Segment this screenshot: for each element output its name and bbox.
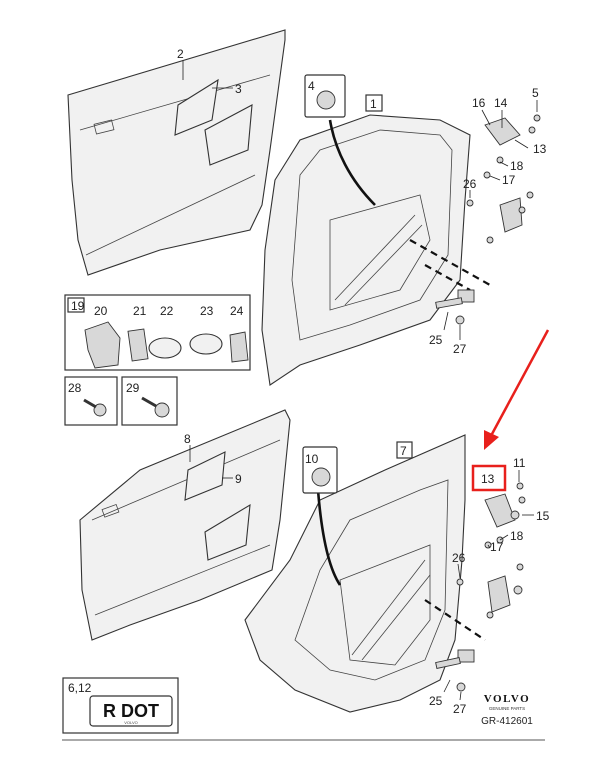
clip-10-icon — [311, 467, 331, 487]
front-hinge-lower — [486, 191, 534, 244]
callout-15: 15 — [536, 509, 550, 523]
rear-mount-dashline — [424, 599, 486, 641]
callout-26-upper: 26 — [463, 177, 477, 191]
front-cable — [328, 119, 376, 206]
callout-27-upper: 27 — [453, 342, 467, 356]
rear-insulation-pads — [184, 451, 251, 561]
callout-18-lower: 18 — [510, 529, 524, 543]
highlight-arrow-head — [484, 430, 499, 450]
rear-hinge-lower — [486, 563, 524, 619]
rdot-text: R DOT — [103, 701, 159, 721]
part-1-box — [365, 94, 383, 112]
clip-4-icon — [316, 90, 336, 110]
callout-2: 2 — [177, 47, 184, 61]
callout-3: 3 — [235, 82, 242, 96]
rear-check-strap — [435, 649, 475, 692]
bolt-icons — [83, 396, 170, 418]
front-insulation-pads — [174, 78, 253, 166]
callout-13-highlighted: 13 — [481, 472, 495, 486]
rear-cable — [316, 489, 342, 586]
rdot-plate — [89, 695, 173, 727]
callout-21: 21 — [133, 304, 147, 318]
callout-28: 28 — [68, 381, 82, 395]
rdot-brand: VOLVO — [124, 720, 138, 725]
callout-29: 29 — [126, 381, 140, 395]
bolt-box-28 — [64, 376, 118, 426]
callout-19: 19 — [71, 299, 85, 313]
callout-20: 20 — [94, 304, 108, 318]
callout-numbers: 2 3 4 1 16 14 5 13 18 17 26 19 20 21 22 … — [68, 47, 550, 716]
callout-10: 10 — [305, 452, 319, 466]
front-mount-dashline-2 — [424, 264, 471, 291]
callout-5: 5 — [532, 86, 539, 100]
rear-hinge-upper — [456, 482, 526, 586]
front-outer-panel — [67, 29, 286, 276]
callout-23: 23 — [200, 304, 214, 318]
callout-9: 9 — [235, 472, 242, 486]
label-ref: 6,12 — [68, 681, 92, 695]
callout-25-lower: 25 — [429, 694, 443, 708]
callout-22: 22 — [160, 304, 174, 318]
leader-lines — [182, 60, 538, 701]
callout-26-lower: 26 — [452, 551, 466, 565]
front-mount-dashline — [409, 239, 491, 286]
callout-1: 1 — [370, 97, 377, 111]
highlight-arrow-shaft — [490, 329, 550, 435]
front-door-frame — [261, 114, 471, 386]
callout-25-upper: 25 — [429, 333, 443, 347]
part-7-box — [396, 441, 413, 459]
callout-7: 7 — [400, 444, 407, 458]
callout-11: 11 — [513, 456, 526, 470]
rear-outer-panel — [79, 409, 291, 641]
callout-14: 14 — [494, 96, 508, 110]
volvo-logo-subline: GENUINE PARTS — [489, 706, 525, 711]
callout-13-upper: 13 — [533, 142, 547, 156]
callout-17-lower: 17 — [490, 540, 504, 554]
front-check-strap — [435, 289, 475, 325]
volvo-logo: VOLVO — [484, 693, 530, 705]
callout-27-lower: 27 — [453, 702, 467, 716]
callout-18-upper: 18 — [510, 159, 524, 173]
callout-24: 24 — [230, 304, 244, 318]
rear-door-frame — [244, 434, 466, 713]
callout-16: 16 — [472, 96, 486, 110]
highlight-box — [471, 464, 507, 492]
callout-4: 4 — [308, 79, 315, 93]
front-hinge-upper — [466, 114, 541, 207]
part-19-box — [67, 297, 85, 313]
ref-code: GR-412601 — [481, 716, 533, 727]
accessory-parts — [84, 321, 249, 369]
callout-17-upper: 17 — [502, 173, 516, 187]
callout-8: 8 — [184, 432, 191, 446]
